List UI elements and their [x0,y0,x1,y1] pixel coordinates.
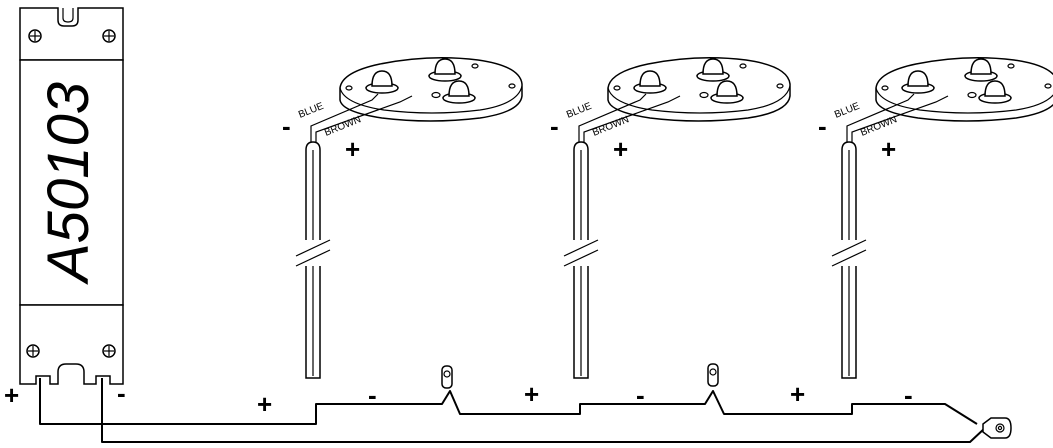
led-icon [365,70,399,94]
blue-wire-label: BLUE [297,101,326,121]
driver-minus-sign: - [117,378,126,408]
led-icon [633,70,667,94]
fixture-plus-sign: + [345,134,360,164]
driver-unit: A50103 [19,7,124,385]
end-connector-icon [982,417,1012,439]
fixture-plus-sign: + [613,134,628,164]
screw-icon [102,29,116,43]
led-icon [710,80,744,104]
led-icon [901,70,935,94]
cable-break-mark [831,239,867,257]
fixture-minus-sign: - [550,111,559,141]
cable-break-mark [295,239,331,257]
fixture-minus-sign: - [282,111,291,141]
led-icon [964,58,998,82]
connector-icon [707,363,719,387]
driver-plus-sign: + [4,380,19,410]
fixture-minus-sign: - [818,111,827,141]
screw-icon [26,344,40,358]
connector-icon [441,365,453,389]
led-icon [696,58,730,82]
screw-icon [102,344,116,358]
driver-positive-wire [39,378,978,425]
blue-wire-label: BLUE [833,101,862,121]
bus-minus-sign-1: - [368,380,377,410]
led-icon [442,80,476,104]
blue-wire-label: BLUE [565,101,594,121]
driver-model-label: A50103 [36,82,101,285]
led-icon [428,58,462,82]
led-icon [978,80,1012,104]
bus-minus-sign-2: - [636,380,645,410]
fixture-plus-sign: + [881,134,896,164]
bus-plus-sign-1: + [257,389,272,419]
cable-break-mark [563,239,599,257]
bus-plus-sign-3: + [790,379,805,409]
bus-minus-sign-3: - [904,380,913,410]
screw-icon [28,29,42,43]
bus-plus-sign-2: + [524,379,539,409]
driver-negative-wire [101,378,986,443]
